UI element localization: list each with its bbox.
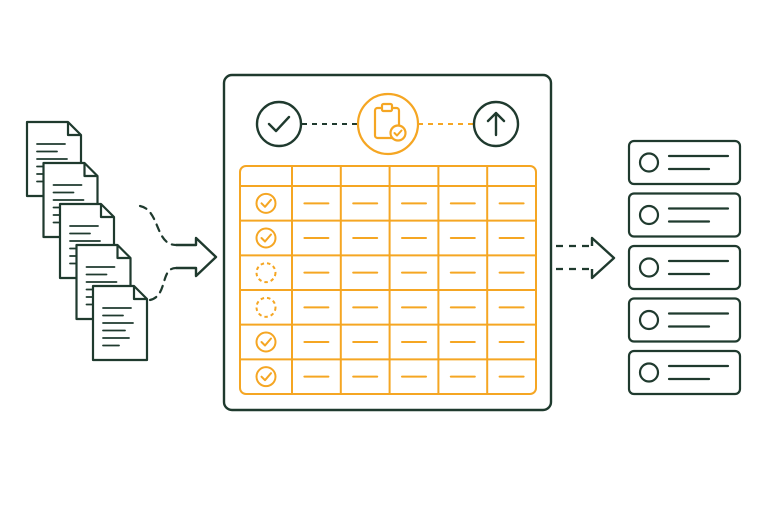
clipboard-check-icon [356,92,420,156]
processing-panel [222,73,553,412]
checkmark-circle-icon [255,192,277,214]
record-avatar-icon [638,204,660,226]
record-card [627,192,742,238]
table-row [255,262,525,284]
step-indicators [255,92,520,156]
record-avatar-icon [638,309,660,331]
flow-arrow-in [138,204,218,302]
table-row [255,227,525,249]
flow-connector-upper [138,204,178,247]
data-table-grid [239,165,537,395]
flow-arrow-out [556,236,616,280]
table-row [255,296,525,318]
record-avatar-icon [638,257,660,278]
checkmark-circle-icon [255,331,277,353]
checkmark-circle-icon [255,227,277,249]
flow-connector-lower [148,266,178,302]
record-avatar-icon [638,362,660,383]
record-list [627,139,742,396]
panel-frame [222,73,553,412]
table-row [255,366,525,388]
arrow-right-icon [176,236,218,278]
record-card [627,349,742,396]
document-icon [91,284,149,362]
record-avatar-icon [638,152,660,173]
pending-circle-icon [255,262,277,284]
checkmark-circle-icon [255,100,303,148]
checkmark-circle-icon [255,366,277,388]
document-stack [25,120,149,362]
grid-border [239,165,537,395]
arrow-right-icon [590,236,616,280]
pending-circle-icon [255,296,277,318]
record-card [627,297,742,343]
record-card [627,244,742,291]
table-row [255,192,525,214]
record-card [627,139,742,186]
table-row [255,331,525,353]
upload-arrow-icon [472,100,520,148]
